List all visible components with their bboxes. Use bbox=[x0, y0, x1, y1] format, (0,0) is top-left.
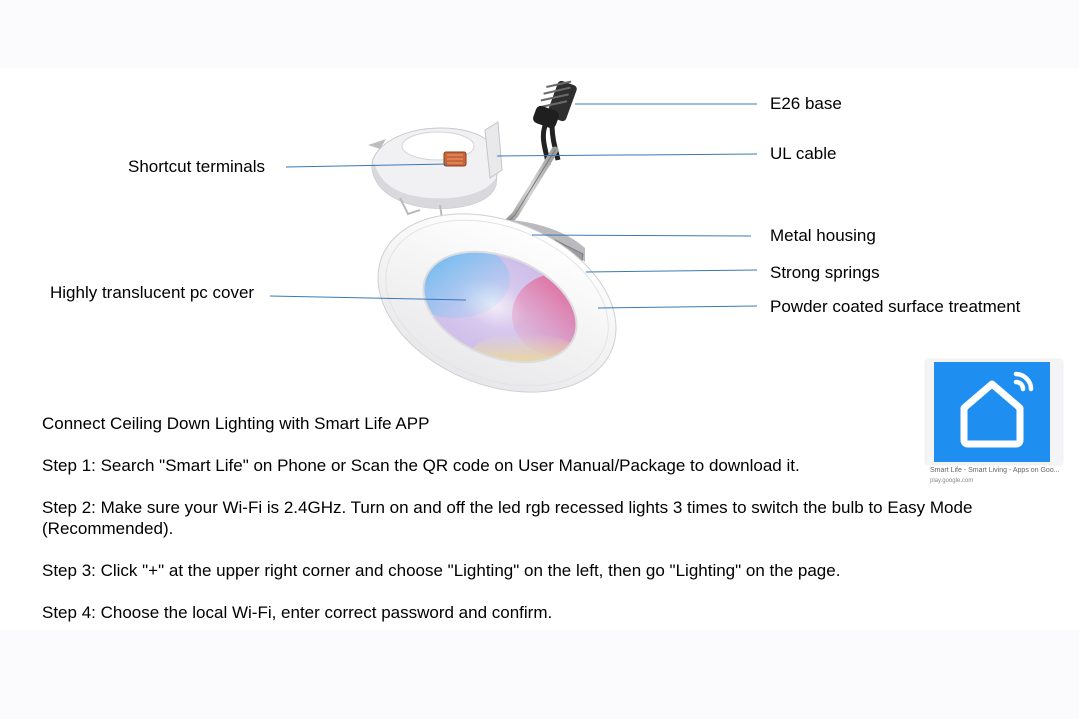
label-ul-cable: UL cable bbox=[770, 144, 837, 163]
instruction-step-1: Step 1: Search "Smart Life" on Phone or … bbox=[42, 456, 800, 475]
instruction-step-3: Step 3: Click "+" at the upper right cor… bbox=[42, 561, 841, 580]
instruction-step-2: Step 2: Make sure your Wi-Fi is 2.4GHz. … bbox=[42, 498, 973, 538]
instructions-title: Connect Ceiling Down Lighting with Smart… bbox=[42, 414, 430, 433]
leader-shortcut-terminals bbox=[285, 163, 449, 168]
app-card-source: play.google.com bbox=[930, 478, 974, 484]
app-card-caption[interactable]: Smart Life - Smart Living - Apps on Goo.… bbox=[930, 467, 1060, 474]
leader-pc-cover bbox=[269, 295, 467, 301]
label-e26-base: E26 base bbox=[770, 94, 842, 113]
label-shortcut-terminals: Shortcut terminals bbox=[128, 157, 265, 176]
bottom-margin bbox=[0, 630, 1079, 719]
leader-ul-cable bbox=[496, 153, 758, 157]
ul-cable-rod bbox=[501, 146, 559, 229]
leader-strong-springs bbox=[585, 269, 758, 273]
smart-life-home-wifi-icon[interactable] bbox=[934, 362, 1050, 462]
leader-lines bbox=[269, 103, 758, 309]
label-powder-coated: Powder coated surface treatment bbox=[770, 297, 1021, 316]
label-pc-cover: Highly translucent pc cover bbox=[50, 283, 255, 302]
leader-metal-housing bbox=[531, 234, 752, 237]
top-margin bbox=[0, 0, 1079, 68]
label-strong-springs: Strong springs bbox=[770, 263, 880, 282]
junction-box bbox=[368, 121, 503, 220]
leader-powder-coated bbox=[597, 305, 758, 309]
instruction-step-4: Step 4: Choose the local Wi-Fi, enter co… bbox=[42, 603, 553, 622]
label-metal-housing: Metal housing bbox=[770, 226, 876, 245]
